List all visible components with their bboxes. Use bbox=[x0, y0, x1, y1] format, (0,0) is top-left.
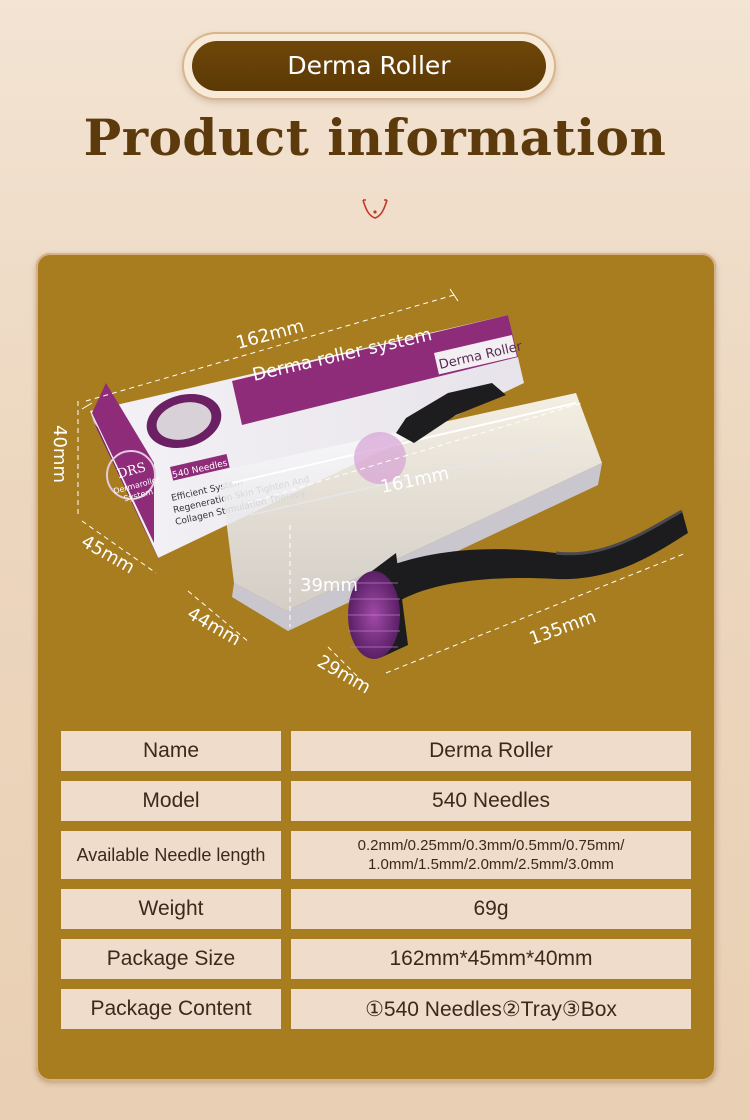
spec-row-package-size: Package Size 162mm*45mm*40mm bbox=[61, 939, 691, 979]
spec-label: Name bbox=[61, 731, 281, 771]
spec-row-name: Name Derma Roller bbox=[61, 731, 691, 771]
spec-label: Available Needle length bbox=[61, 831, 281, 879]
spec-row-needle-length: Available Needle length 0.2mm/0.25mm/0.3… bbox=[61, 831, 691, 879]
dim-roller-width: 29mm bbox=[314, 651, 375, 698]
header-badge: Derma Roller bbox=[184, 34, 554, 98]
spec-value: 162mm*45mm*40mm bbox=[291, 939, 691, 979]
spec-value: 0.2mm/0.25mm/0.3mm/0.5mm/0.75mm/ 1.0mm/1… bbox=[291, 831, 691, 879]
header-badge-label: Derma Roller bbox=[192, 41, 546, 91]
spec-value-line: 1.0mm/1.5mm/2.0mm/2.5mm/3.0mm bbox=[368, 856, 614, 873]
spec-value: 540 Needles bbox=[291, 781, 691, 821]
spec-table: Name Derma Roller Model 540 Needles Avai… bbox=[61, 731, 691, 1039]
dim-box-depth: 45mm bbox=[78, 531, 139, 578]
box-brand: DRS bbox=[116, 460, 148, 482]
spec-label: Package Content bbox=[61, 989, 281, 1029]
product-image: DRS Dermaroller System Derma roller syst… bbox=[49, 288, 688, 698]
spec-row-weight: Weight 69g bbox=[61, 889, 691, 929]
product-panel: DRS Dermaroller System Derma roller syst… bbox=[36, 253, 716, 1081]
spec-value: 69g bbox=[291, 889, 691, 929]
dim-tray-height: 39mm bbox=[300, 575, 358, 596]
dimension-lines bbox=[77, 288, 687, 684]
spec-row-package-content: Package Content ①540 Needles②Tray③Box bbox=[61, 989, 691, 1029]
ornament-icon bbox=[362, 199, 388, 219]
spec-label: Model bbox=[61, 781, 281, 821]
roller bbox=[348, 383, 688, 659]
dim-box-height: 40mm bbox=[49, 425, 70, 483]
spec-value-line: 0.2mm/0.25mm/0.3mm/0.5mm/0.75mm/ bbox=[357, 837, 625, 854]
page-title: Product information bbox=[83, 108, 667, 167]
spec-row-model: Model 540 Needles bbox=[61, 781, 691, 821]
spec-label: Package Size bbox=[61, 939, 281, 979]
dim-tray-depth: 44mm bbox=[184, 603, 245, 650]
spec-label: Weight bbox=[61, 889, 281, 929]
spec-value: ①540 Needles②Tray③Box bbox=[291, 989, 691, 1029]
tray bbox=[220, 393, 602, 631]
spec-value: Derma Roller bbox=[291, 731, 691, 771]
